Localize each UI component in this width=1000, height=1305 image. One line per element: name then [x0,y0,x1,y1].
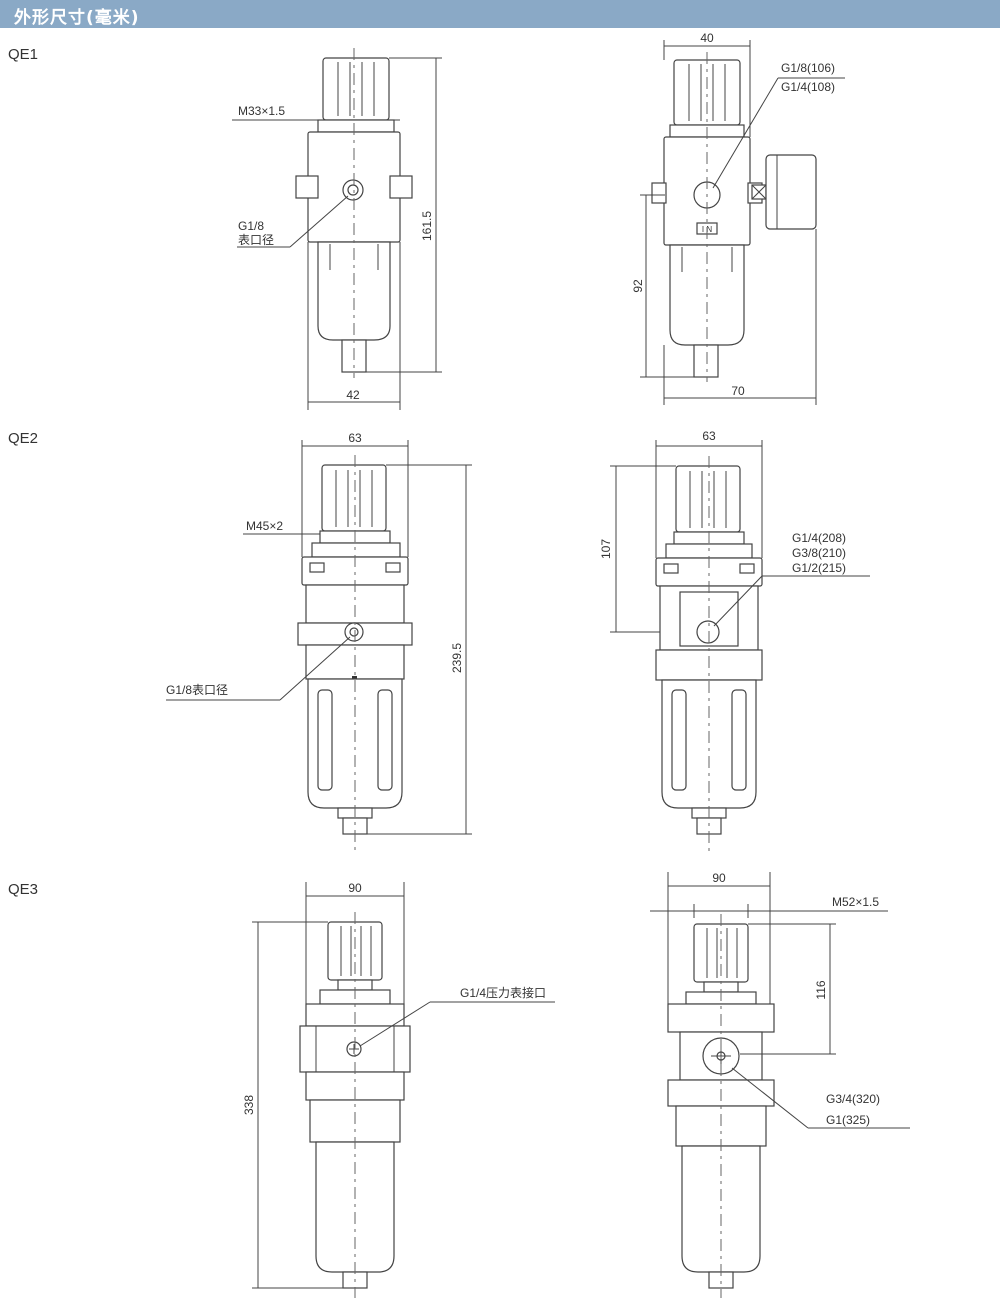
qe1-side-dimensions: 40 G1/8(106) G1/4(108) 92 70 [631,31,845,405]
qe2-side-top-width: 63 [702,429,716,443]
qe2-port-3: G1/2(215) [792,561,846,575]
qe1-port-1: G1/8(106) [781,61,835,75]
qe3-side-top-width: 90 [712,871,726,885]
qe1-front-dimensions: M33×1.5 G1/8 表口径 161.5 42 [232,57,442,410]
qe1-side-height: 92 [631,279,645,293]
qe2-front-dimensions: 63 M45×2 G1/8表口径 239.5 [166,431,472,835]
qe2-side-dimensions: 63 107 G1/4(208) G3/8(210) G1/2(215) [599,429,870,633]
qe3-front-dimensions: 90 338 G1/4压力表接口 [242,881,555,1289]
qe2-port-2: G3/8(210) [792,546,846,560]
qe2-side-view [655,456,763,852]
qe1-side-top-width: 40 [700,31,714,45]
qe1-gauge-port-label: G1/8 [238,219,264,233]
qe3-front-view [299,912,411,1298]
qe2-front-view [297,455,413,852]
model-label-qe3: QE3 [8,881,38,898]
qe2-thread-label: M45×2 [246,519,283,533]
qe1-gauge-port-desc: 表口径 [238,233,274,247]
qe2-side-height: 107 [599,539,613,559]
qe1-width-label: 42 [346,388,360,402]
qe3-thread-label: M52×1.5 [832,895,879,909]
qe3-gauge-port-label: G1/4压力表接口 [460,985,546,1000]
qe1-height-label: 161.5 [420,211,434,241]
qe1-front-view [295,48,413,378]
qe3-front-top-width: 90 [348,881,362,895]
qe2-gauge-port-label: G1/8表口径 [166,683,228,697]
qe3-height-label: 338 [242,1095,256,1115]
qe3-side-view [667,914,775,1298]
qe2-front-top-width: 63 [348,431,362,445]
section-title: 外形尺寸(毫米) [14,8,140,28]
qe1-side-view: I N [651,52,817,382]
qe3-side-height: 116 [814,980,828,999]
qe1-side-width: 70 [731,384,745,398]
model-label-qe2: QE2 [8,430,38,447]
model-label-qe1: QE1 [8,46,38,63]
qe3-port-1: G3/4(320) [826,1092,880,1106]
qe3-port-2: G1(325) [826,1113,870,1127]
qe2-height-label: 239.5 [450,643,464,673]
qe1-port-2: G1/4(108) [781,80,835,94]
section-header: 外形尺寸(毫米) [0,0,1000,28]
qe2-port-1: G1/4(208) [792,531,846,545]
qe1-thread-label: M33×1.5 [238,104,285,118]
qe3-side-dimensions: 90 M52×1.5 116 G3/4(320) G1(325) [650,871,910,1129]
